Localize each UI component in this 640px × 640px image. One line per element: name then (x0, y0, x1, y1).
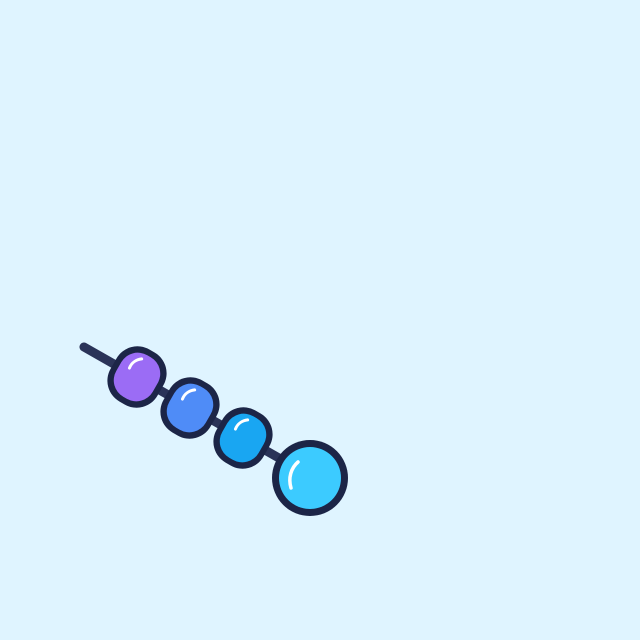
bead-shine (288, 460, 300, 490)
bead-shine (127, 357, 144, 370)
bead-chain[interactable] (79, 338, 348, 516)
bead-head[interactable] (272, 440, 348, 516)
bead-sky[interactable] (205, 399, 282, 478)
bead-blue[interactable] (152, 369, 229, 448)
bead-purple[interactable] (99, 338, 176, 417)
bead-shine (233, 418, 250, 431)
bead-shine (180, 388, 197, 401)
